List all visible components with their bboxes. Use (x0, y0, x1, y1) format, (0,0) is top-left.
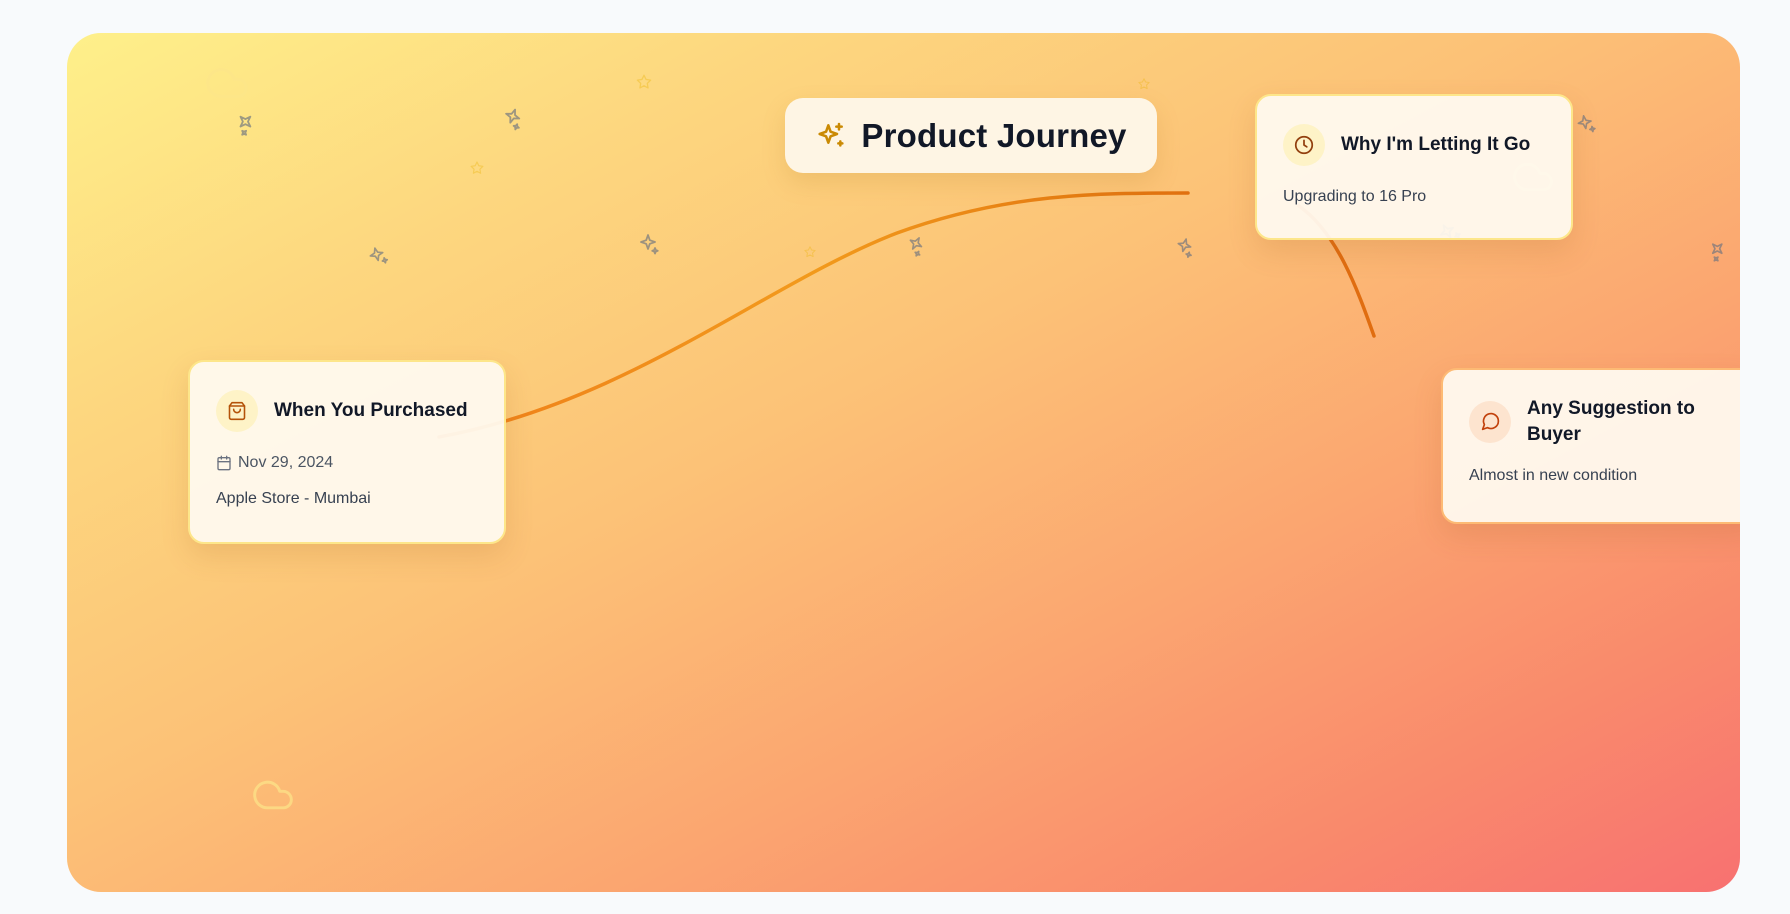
sparkle-icon (364, 243, 391, 270)
reason-card-title: Why I'm Letting It Go (1341, 134, 1531, 156)
sparkle-icon (900, 230, 930, 260)
sparkle-icon (497, 103, 528, 134)
sparkles-icon (815, 120, 847, 152)
purchase-location: Apple Store - Mumbai (216, 490, 371, 507)
sparkle-icon (1700, 234, 1731, 265)
page-title-text: Product Journey (861, 116, 1127, 154)
suggestion-text: Almost in new condition (1469, 467, 1638, 485)
purchase-date: Nov 29, 2024 (216, 454, 478, 472)
reason-card[interactable]: Why I'm Letting It Go Upgrading to 16 Pr… (1255, 94, 1573, 240)
clock-icon (1283, 124, 1325, 166)
cloud-icon (245, 773, 301, 817)
message-circle-icon (1469, 400, 1511, 443)
sparkle-icon (227, 106, 261, 140)
calendar-icon (216, 455, 232, 471)
page-title: Product Journey (785, 98, 1157, 173)
purchase-date-text: Nov 29, 2024 (238, 454, 334, 471)
suggestion-card[interactable]: Any Suggestion to Buyer Almost in new co… (1441, 368, 1740, 524)
star-icon (469, 160, 485, 176)
star-icon (635, 73, 653, 91)
cloud-icon (195, 60, 259, 106)
sparkle-icon (1171, 234, 1198, 261)
purchase-card-title: When You Purchased (274, 400, 468, 422)
star-icon (1137, 77, 1151, 91)
sparkle-icon (1572, 111, 1597, 136)
star-icon (803, 245, 817, 259)
sparkle-icon (636, 232, 660, 256)
shopping-bag-icon (216, 390, 258, 432)
journey-board: Product Journey When You Purchased Nov 2… (67, 33, 1740, 892)
purchase-card[interactable]: When You Purchased Nov 29, 2024 Apple St… (188, 360, 506, 544)
suggestion-card-title: Any Suggestion to Buyer (1527, 398, 1695, 445)
reason-text: Upgrading to 16 Pro (1283, 188, 1427, 205)
